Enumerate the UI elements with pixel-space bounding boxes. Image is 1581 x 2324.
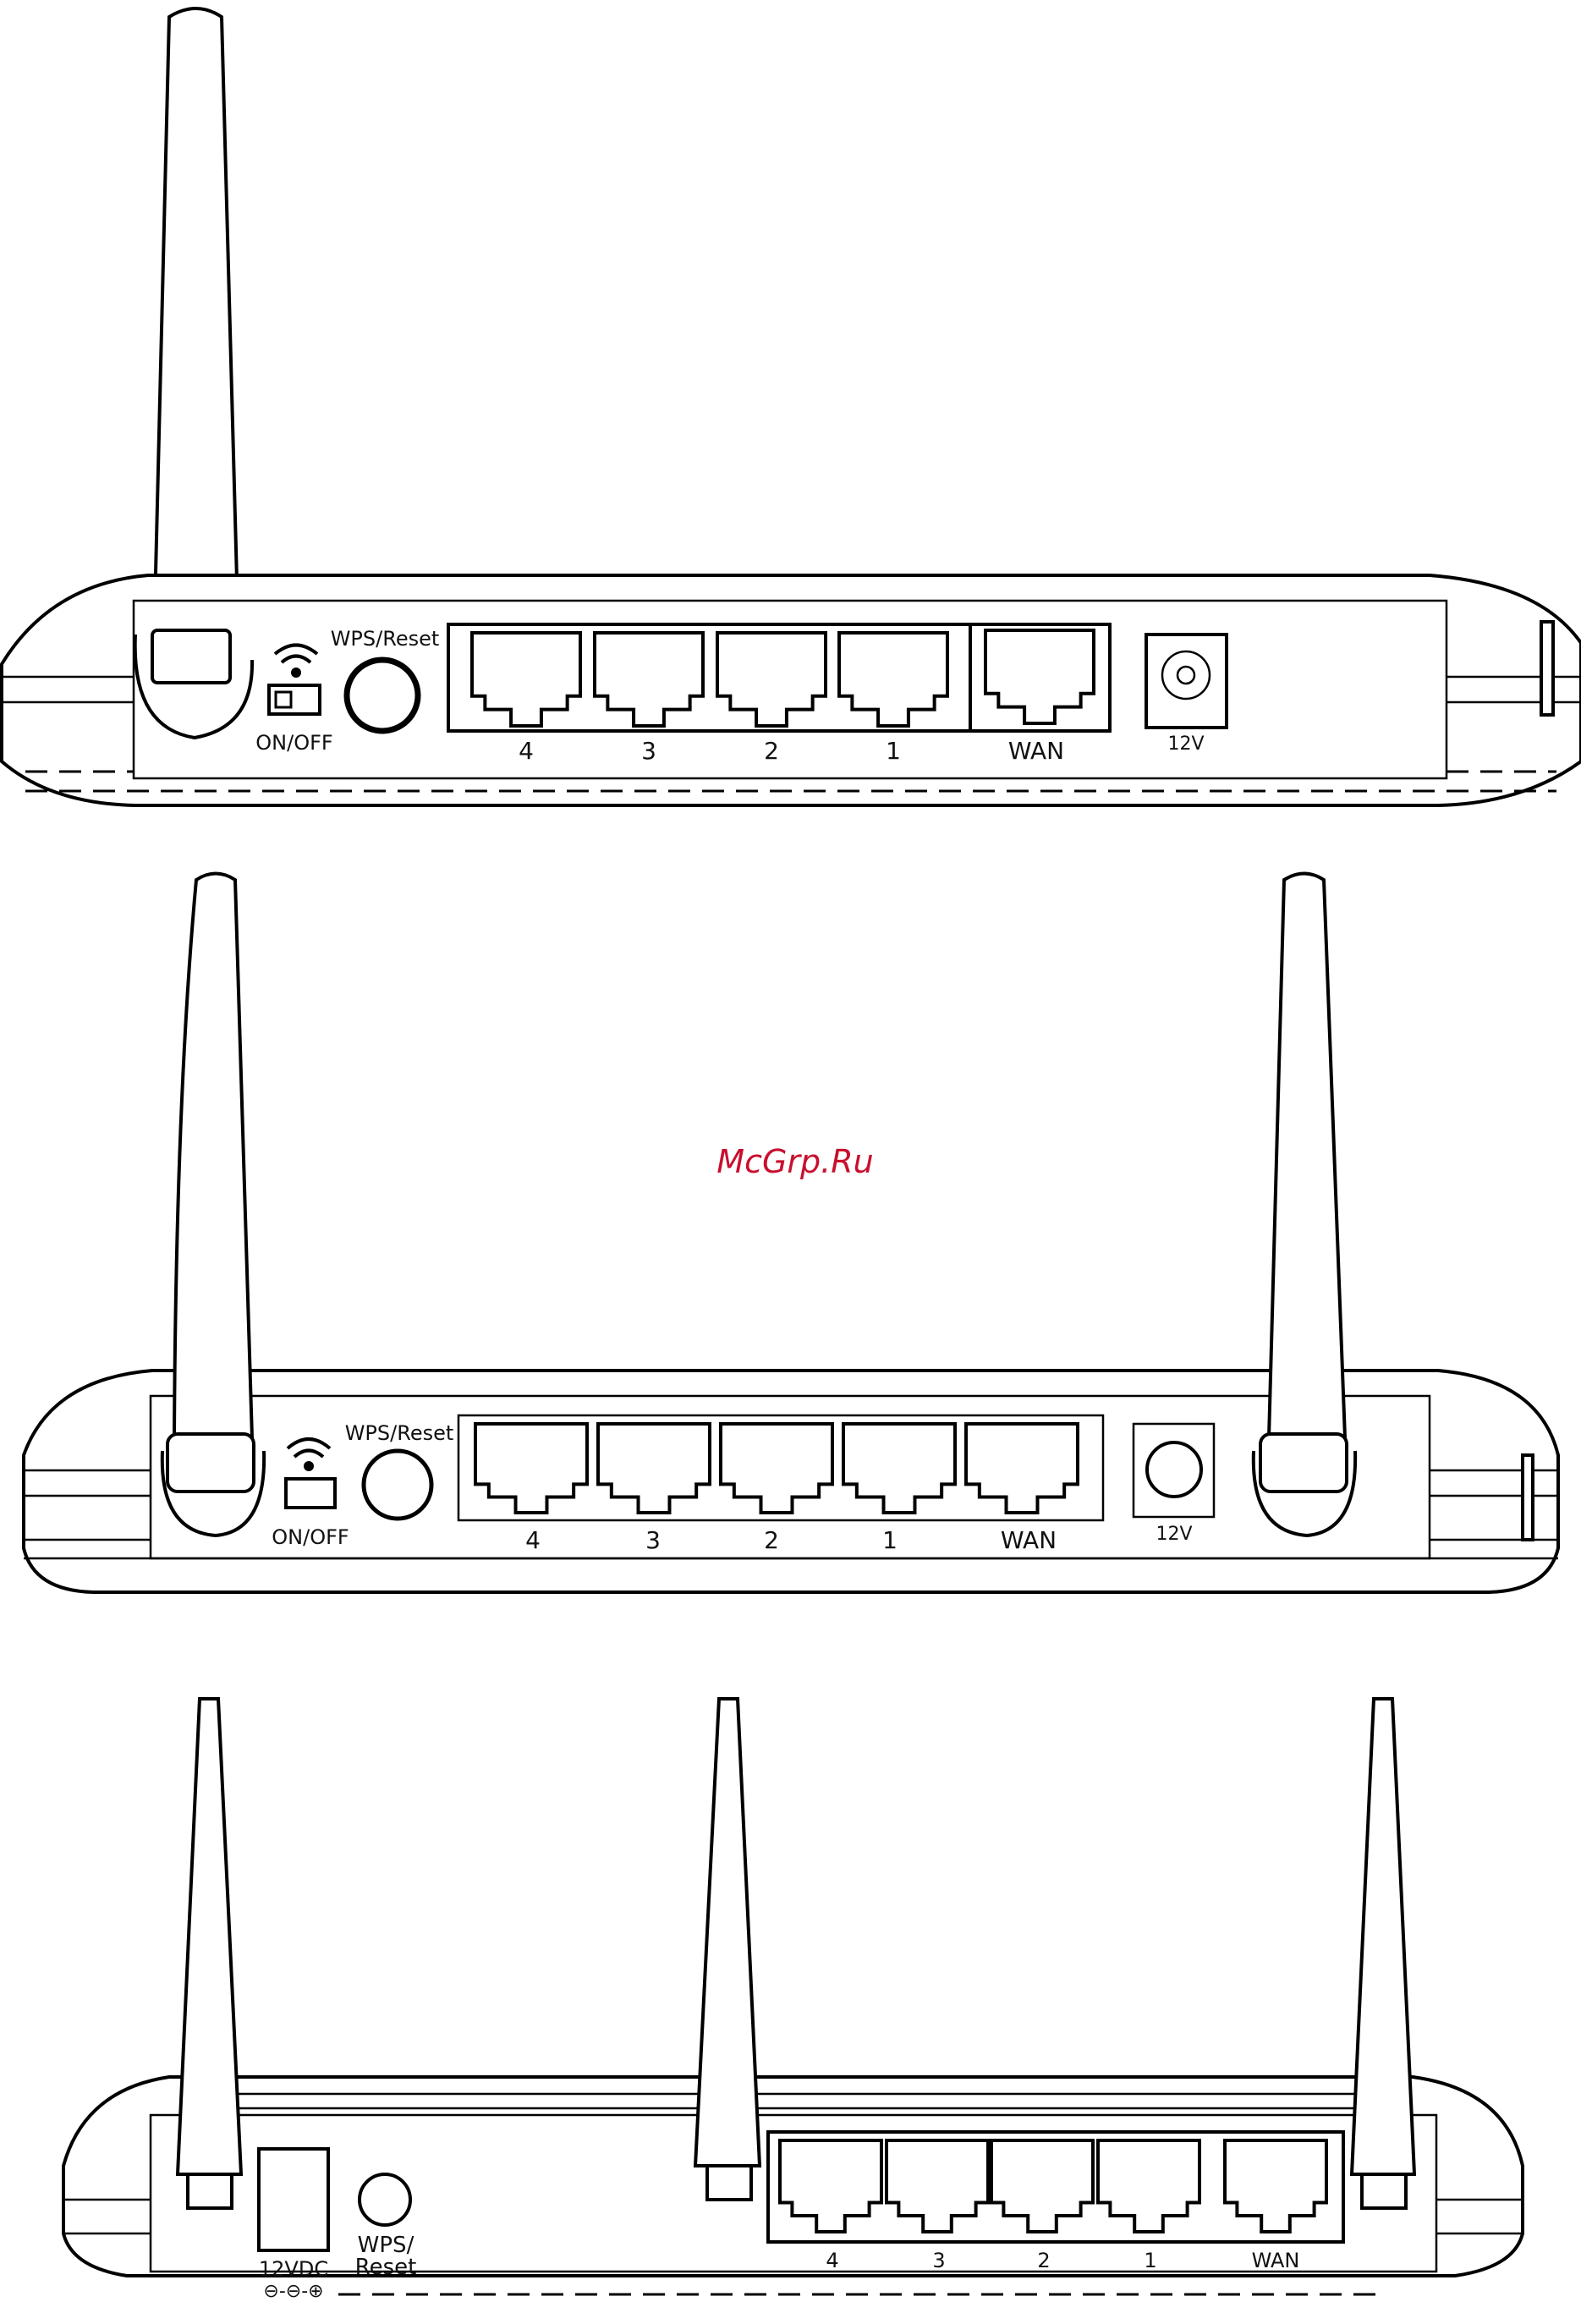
watermark: McGrp.Ru (716, 1143, 873, 1180)
router-1-power-jack[interactable] (1146, 635, 1227, 728)
router-3-polarity-label: ⊖-⊖-⊕ (263, 2281, 323, 2302)
router-2-right-antenna (1254, 874, 1355, 1536)
router-3-power-label: 12VDC (259, 2257, 328, 2281)
router-2-port-label-4: 4 (525, 1526, 541, 1554)
router-2-port-label-2: 2 (764, 1526, 779, 1554)
router-1-wps-button[interactable] (347, 660, 418, 731)
router-3-wps-label-line2: Reset (355, 2255, 417, 2280)
router-1-port-label-4: 4 (519, 737, 534, 765)
router-3-left-antenna (178, 1699, 241, 2208)
router-1-switch-knob (276, 692, 291, 707)
router-1-switch-label: ON/OFF (255, 731, 332, 755)
router-1-port-label-wan: WAN (1008, 737, 1064, 765)
router-3-wps-button[interactable] (360, 2174, 410, 2225)
router-3: 12VDC ⊖-⊖-⊕ WPS/ Reset 4 3 2 1 WAN (63, 1699, 1523, 2302)
router-3-port-label-wan: WAN (1252, 2249, 1300, 2272)
router-3-power-jack[interactable] (259, 2149, 328, 2250)
router-2-wps-button[interactable] (364, 1451, 431, 1519)
router-1-wps-label: WPS/Reset (331, 627, 440, 651)
router-2-wps-label: WPS/Reset (345, 1421, 454, 1445)
router-3-port-label-1: 1 (1144, 2249, 1156, 2272)
router-3-port-label-3: 3 (932, 2249, 945, 2272)
router-3-center-antenna (695, 1699, 760, 2200)
router-3-port-label-4: 4 (826, 2249, 838, 2272)
router-1: ON/OFF WPS/Reset 4 3 2 1 WAN 12V (2, 8, 1581, 805)
router-2-power-label: 12V (1156, 1524, 1192, 1545)
router-1-port-label-3: 3 (641, 737, 656, 765)
router-2-port-label-1: 1 (882, 1526, 898, 1554)
router-2-port-label-3: 3 (645, 1526, 661, 1554)
router-3-right-antenna (1352, 1699, 1414, 2208)
router-3-port-label-2: 2 (1037, 2249, 1050, 2272)
router-2-left-antenna (162, 874, 264, 1536)
router-1-port-label-1: 1 (886, 737, 901, 765)
router-2-switch-label: ON/OFF (272, 1525, 349, 1549)
router-1-power-label: 12V (1167, 733, 1204, 755)
router-2-power-switch[interactable] (286, 1479, 335, 1508)
router-1-port-label-2: 2 (764, 737, 779, 765)
router-2: ON/OFF WPS/Reset 4 3 2 1 WAN 12V (24, 874, 1558, 1593)
router-2-port-label-wan: WAN (1001, 1526, 1057, 1554)
